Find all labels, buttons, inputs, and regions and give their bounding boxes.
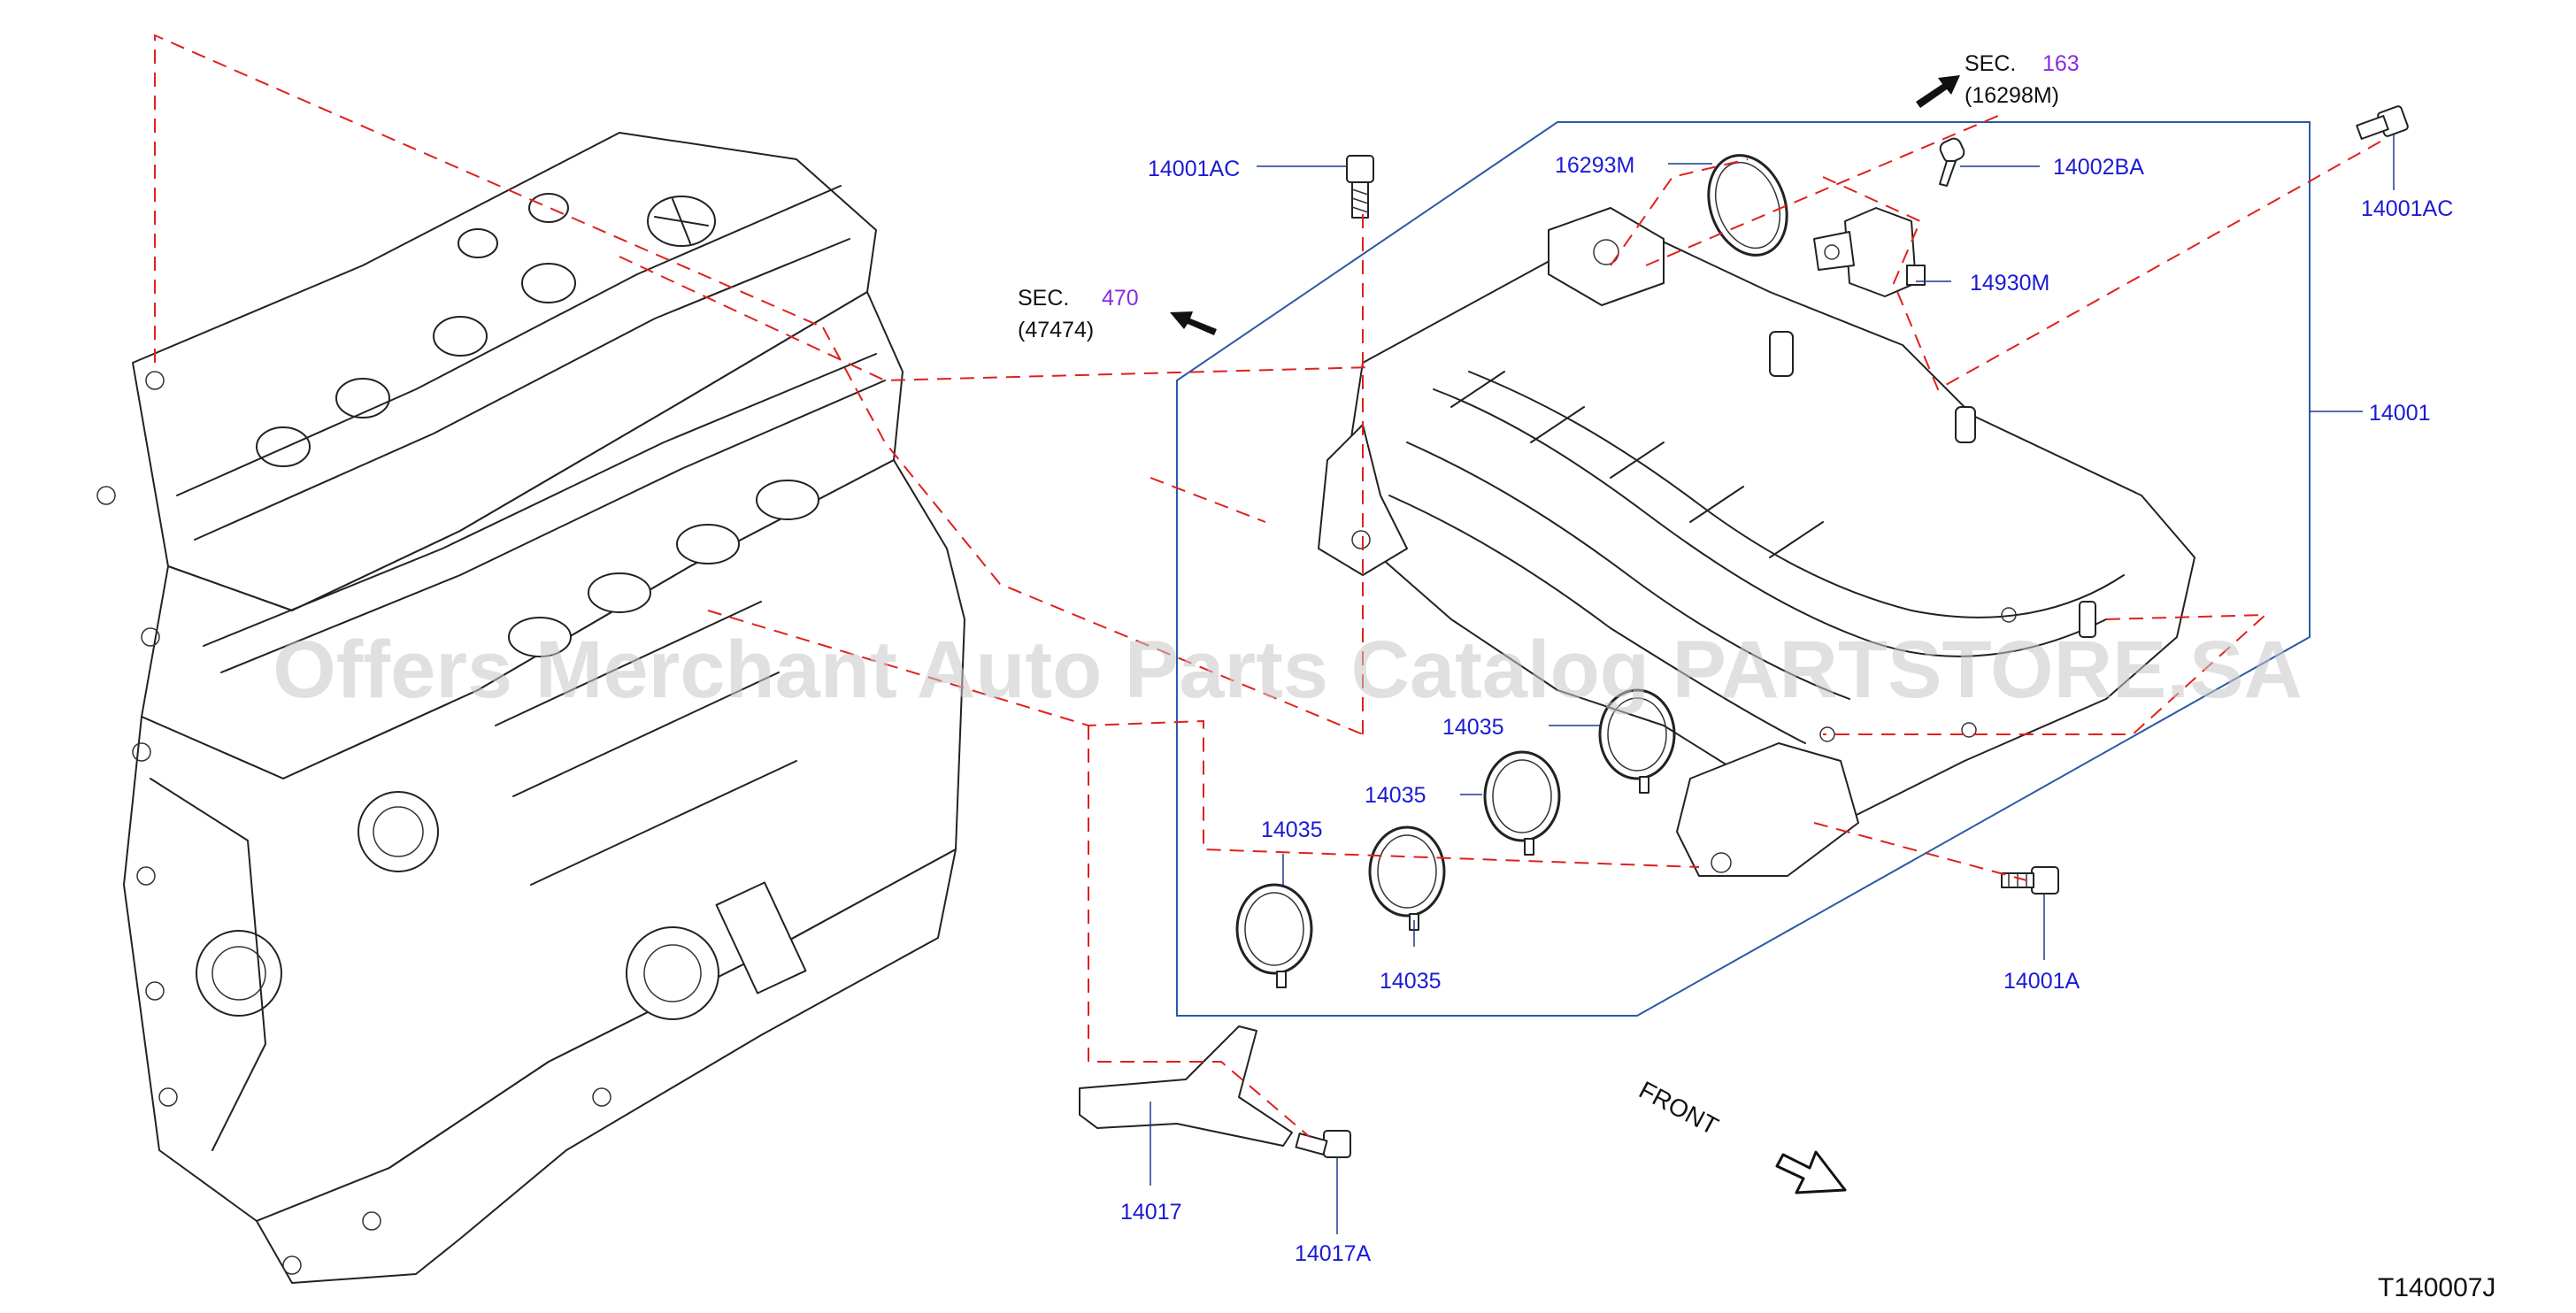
callout-14035-d[interactable]: 14035 [1380, 969, 1442, 994]
assembly-group-frame [1176, 121, 2311, 1017]
section-ref-163-prefix: SEC. [1965, 51, 2016, 76]
phantom-lines [154, 34, 2381, 1138]
gasket-a-part [1235, 883, 1313, 988]
bolt-14017a-part [1295, 1130, 1351, 1158]
section-ref-470-number[interactable]: 470 [1102, 286, 1139, 311]
callout-14001[interactable]: 14001 [2369, 401, 2431, 426]
callout-14017[interactable]: 14017 [1120, 1200, 1182, 1225]
gasket-c-part [1483, 750, 1561, 856]
bracket-part [1079, 1025, 1293, 1147]
callout-16293m[interactable]: 16293M [1555, 153, 1634, 178]
callout-14002ba[interactable]: 14002BA [2053, 155, 2144, 180]
bolt-14001ac-left-part [1346, 155, 1374, 219]
engine-assembly-illustration [96, 132, 965, 1284]
section-ref-470-code: (47474) [1018, 318, 1094, 342]
callout-14930m[interactable]: 14930M [1970, 271, 2049, 296]
front-label: FRONT [1634, 1076, 1723, 1140]
map-sensor-part [1813, 207, 1926, 297]
section-ref-163[interactable]: SEC. 163 (16298M) [1965, 51, 2080, 108]
watermark-text: Offers Merchant Auto Parts Catalog PARTS… [273, 625, 2303, 715]
gasket-d-part [1598, 688, 1676, 794]
callout-14035-a[interactable]: 14035 [1442, 715, 1504, 740]
callout-14035-b[interactable]: 14035 [1365, 783, 1426, 808]
section-ref-163-number[interactable]: 163 [2042, 51, 2080, 76]
callout-14001ac-left[interactable]: 14001AC [1148, 157, 1240, 181]
gasket-b-part [1368, 825, 1446, 931]
callout-14035-c[interactable]: 14035 [1261, 818, 1323, 842]
callout-14001ac-right[interactable]: 14001AC [2361, 196, 2453, 221]
bolt-14001ac-right-part [2356, 105, 2409, 140]
sec-470-arrow-icon [1170, 311, 1217, 335]
leader-lines [1150, 134, 2395, 1234]
section-ref-163-code: (16298M) [1965, 83, 2059, 108]
callout-14001a[interactable]: 14001A [2003, 969, 2080, 994]
section-ref-470[interactable]: SEC. 470 (47474) [1018, 286, 1139, 342]
sec-163-arrow-icon [1916, 75, 1960, 108]
retaining-ring-part [1707, 154, 1788, 257]
diagram-code: T140007J [2378, 1273, 2495, 1302]
bolt-14002ba-part [1939, 137, 1965, 187]
bolt-14001a-part [2001, 866, 2059, 895]
callout-14017a[interactable]: 14017A [1295, 1241, 1372, 1266]
front-arrow-icon [1775, 1150, 1847, 1194]
section-ref-470-prefix: SEC. [1018, 286, 1069, 311]
